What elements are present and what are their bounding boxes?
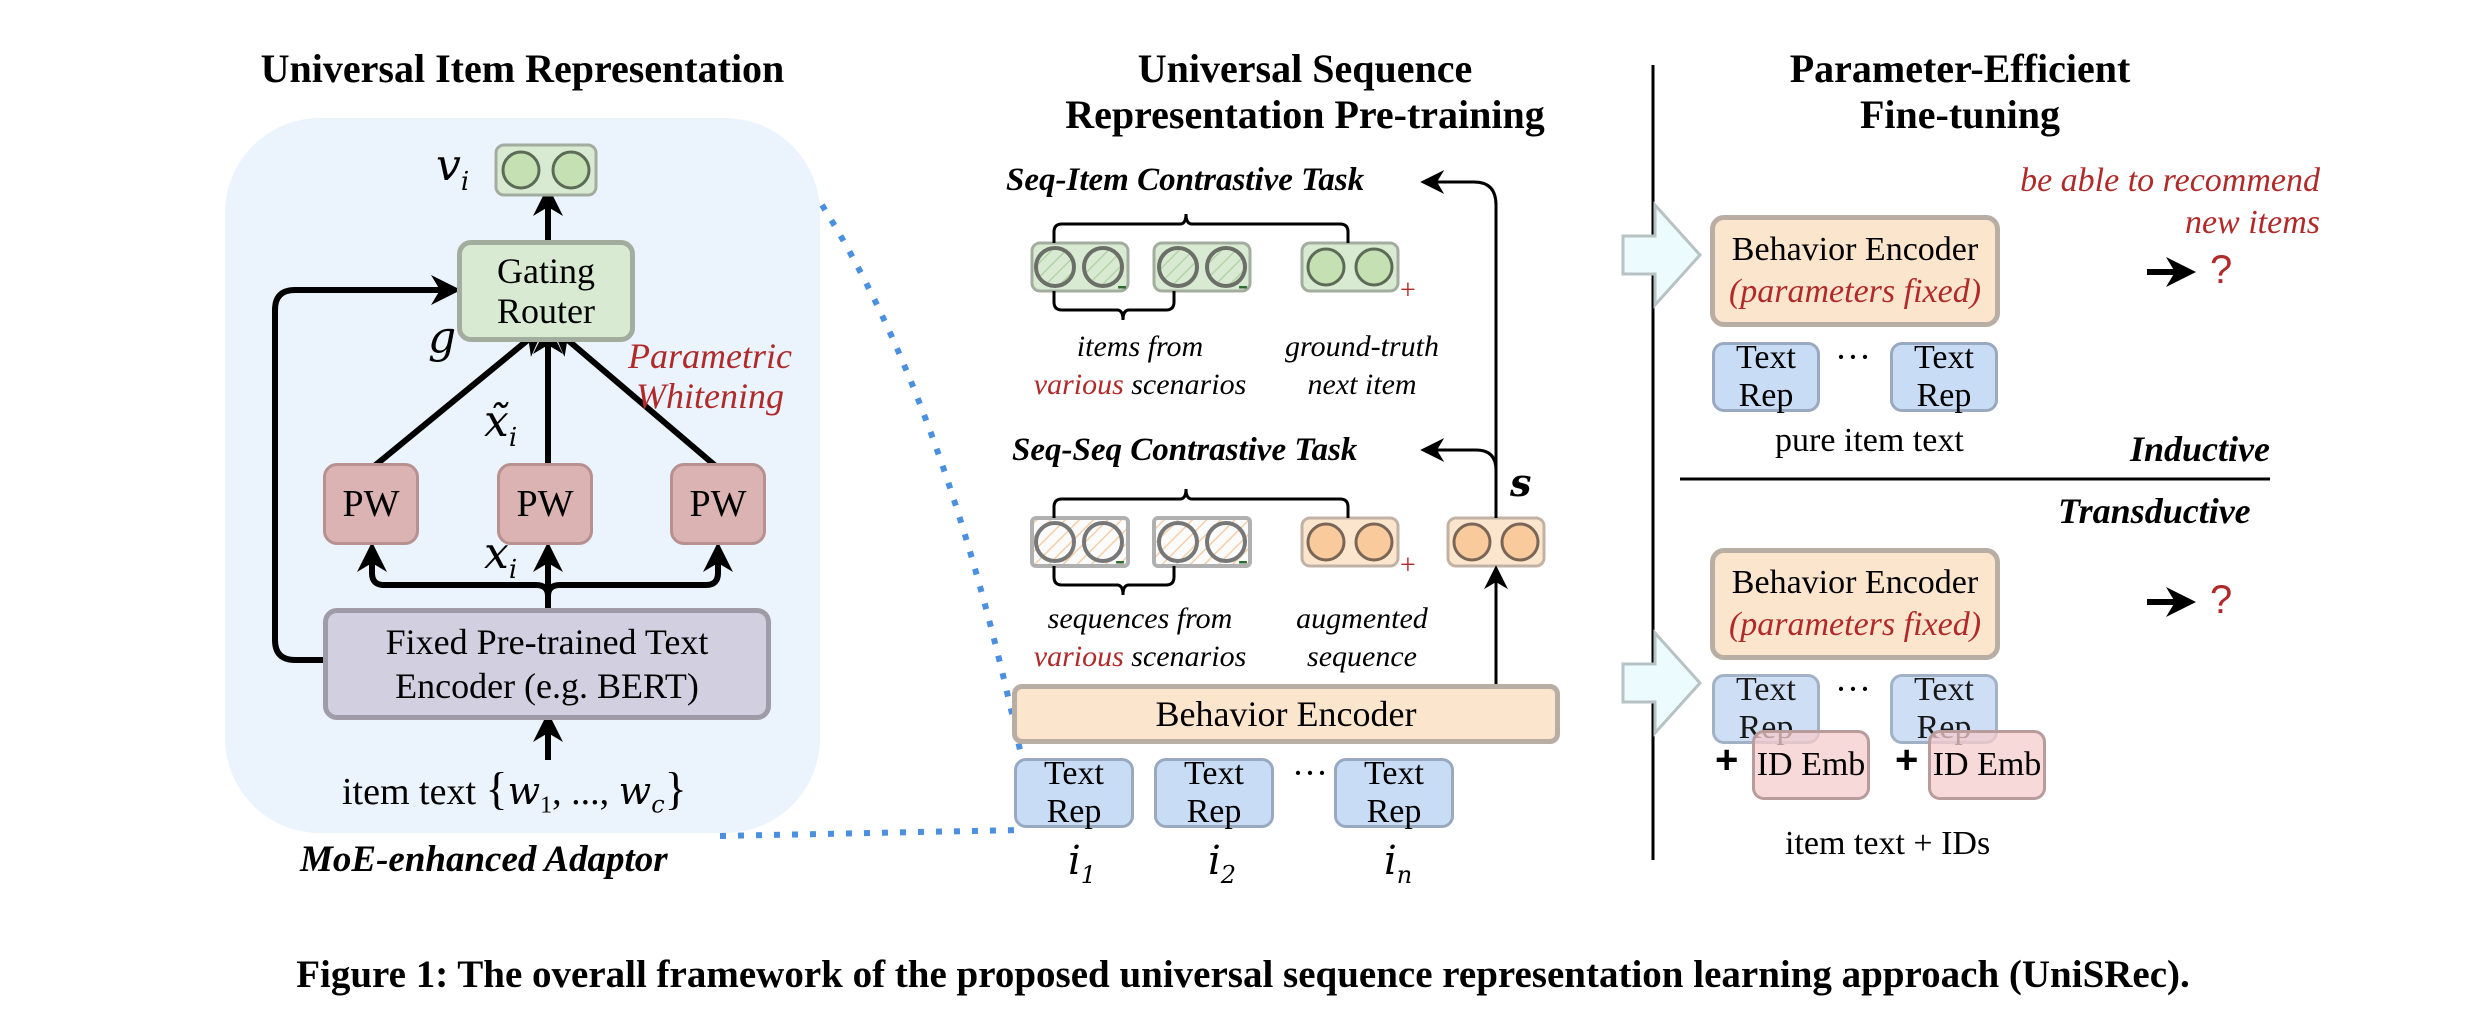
recommend-new-items-annotation: be able to recommend new items	[2020, 162, 2320, 241]
encoder-to-router-skip-arrow	[272, 275, 461, 663]
pos-item-circle-b	[1354, 247, 1394, 287]
seqrep-to-seqitem-arrow	[1420, 170, 1498, 470]
neg-item-1-circle-b	[1082, 246, 1124, 288]
neg-sign-4: -	[1238, 543, 1248, 576]
inductive-label: Inductive	[2130, 429, 2270, 469]
gate-label: g	[428, 312, 457, 363]
neg-item-2-circle-a	[1157, 246, 1199, 288]
neg-item-1-circle-a	[1034, 246, 1076, 288]
panel1-arrows	[272, 186, 733, 760]
item-label-2: i2	[1208, 838, 1237, 889]
pw-expert-2: PW	[497, 463, 593, 545]
behavior-encoder-inductive: Behavior Encoder (parameters fixed)	[1710, 215, 2000, 327]
text-rep-ellipsis: ···	[1292, 753, 1328, 793]
behavior-encoder-transductive: Behavior Encoder (parameters fixed)	[1710, 548, 2000, 660]
neg-brace-2	[1052, 566, 1176, 596]
neg-seq-2-circle-b	[1205, 521, 1247, 563]
pos-seq-circle-b	[1354, 522, 1394, 562]
gating-router: Gating Router	[457, 240, 635, 342]
adaptor-label: MoE-enhanced Adaptor	[300, 839, 668, 880]
item-text-input: item text {w1, ..., wc}	[342, 763, 687, 819]
neg-seq-vector-2	[1152, 516, 1252, 568]
inductive-text-rep-1: Text Rep	[1712, 339, 1820, 414]
neg-sign-3: -	[1115, 543, 1125, 576]
seq-rep-label: s	[1510, 460, 1532, 505]
inductive-output-unknown: ?	[2210, 248, 2233, 292]
panel-finetune-title: Parameter-Efficient Fine-tuning	[1789, 46, 2131, 137]
panel-item-title: Universal Item Representation	[260, 46, 785, 91]
neg-seq-1-circle-a	[1034, 521, 1076, 563]
seq-item-braces	[1052, 213, 1350, 321]
seq-seq-pos-caption: augmented sequence	[1296, 602, 1428, 673]
behavior-encoder-pretrain: Behavior Encoder	[1012, 684, 1560, 744]
seq-seq-braces	[1052, 488, 1350, 596]
whitened-rep-label: x̃i	[484, 396, 518, 453]
item-vector-output	[494, 143, 598, 197]
encoder-to-pw1-arrow	[372, 548, 551, 612]
seq-item-neg-caption: items from various scenarios	[1033, 330, 1247, 401]
inductive-ellipsis: ···	[1835, 337, 1871, 377]
id-emb-1: ID Emb	[1752, 730, 1870, 800]
panel2-arrows	[1420, 170, 1508, 686]
encoder-to-pw3-arrow	[545, 542, 733, 597]
neg-sign-2: -	[1238, 268, 1248, 301]
text-encoder-bert: Fixed Pre-trained Text Encoder (e.g. BER…	[323, 608, 771, 720]
neg-brace	[1052, 291, 1176, 321]
neg-seq-1-circle-b	[1082, 521, 1124, 563]
text-rep-n: Text Rep	[1334, 755, 1454, 830]
inductive-caption: pure item text	[1775, 422, 1964, 459]
seq-item-vectors	[1030, 241, 1400, 293]
neg-item-2-circle-b	[1205, 246, 1247, 288]
pos-sign-1: +	[1400, 275, 1416, 306]
text-emb-label: xi	[484, 528, 518, 585]
neg-seq-2-circle-a	[1157, 521, 1199, 563]
pw-expert-3: PW	[670, 463, 766, 545]
id-emb-2: ID Emb	[1928, 730, 2046, 800]
neg-seq-vector-1	[1030, 516, 1130, 568]
pos-item-circle-a	[1306, 247, 1346, 287]
transfer-arrows	[1621, 201, 1703, 737]
top-brace-2	[1052, 488, 1350, 518]
item-vector-label: vi	[436, 140, 470, 197]
plus-sign-1: +	[1715, 738, 1739, 782]
item-label-n: in	[1384, 838, 1413, 889]
top-brace	[1052, 213, 1350, 243]
parametric-whitening-label: Parametric Whitening	[628, 336, 792, 416]
text-rep-2: Text Rep	[1154, 755, 1274, 830]
figure-caption: Figure 1: The overall framework of the p…	[296, 953, 2190, 996]
pos-sign-2: +	[1400, 550, 1416, 581]
plus-sign-2: +	[1895, 738, 1919, 782]
seq-seq-neg-caption: sequences from various scenarios	[1033, 602, 1247, 673]
seq-rep-circle-a	[1452, 522, 1492, 562]
item-label-1: i1	[1068, 838, 1097, 889]
dotted-line-upper	[819, 203, 1023, 751]
pw-expert-1: PW	[323, 463, 419, 545]
neg-sign-1: -	[1117, 268, 1127, 301]
pw3-to-router-arrow	[551, 326, 720, 471]
seq-rep-circle-b	[1500, 522, 1540, 562]
transfer-arrow-transductive	[1621, 629, 1703, 737]
inductive-text-rep-2: Text Rep	[1890, 339, 1998, 414]
transductive-output-unknown: ?	[2210, 578, 2233, 622]
text-rep-1: Text Rep	[1014, 755, 1134, 830]
seq-item-pos-caption: ground-truth next item	[1285, 330, 1439, 401]
panel-pretrain-title: Universal Sequence Representation Pre-tr…	[1065, 46, 1545, 137]
transfer-arrow-inductive	[1621, 201, 1703, 309]
pos-seq-circle-a	[1306, 522, 1346, 562]
seqrep-to-seqseq-arrow	[1420, 438, 1498, 518]
seq-seq-vectors	[1030, 516, 1546, 568]
transductive-label: Transductive	[2058, 491, 2251, 531]
transductive-caption: item text + IDs	[1785, 825, 1991, 862]
seq-item-task-label: Seq-Item Contrastive Task	[1006, 162, 1365, 198]
pw1-to-router-arrow	[370, 326, 545, 471]
dotted-line-lower	[719, 827, 1021, 839]
seq-seq-task-label: Seq-Seq Contrastive Task	[1012, 432, 1358, 468]
transductive-ellipsis: ···	[1835, 669, 1871, 709]
